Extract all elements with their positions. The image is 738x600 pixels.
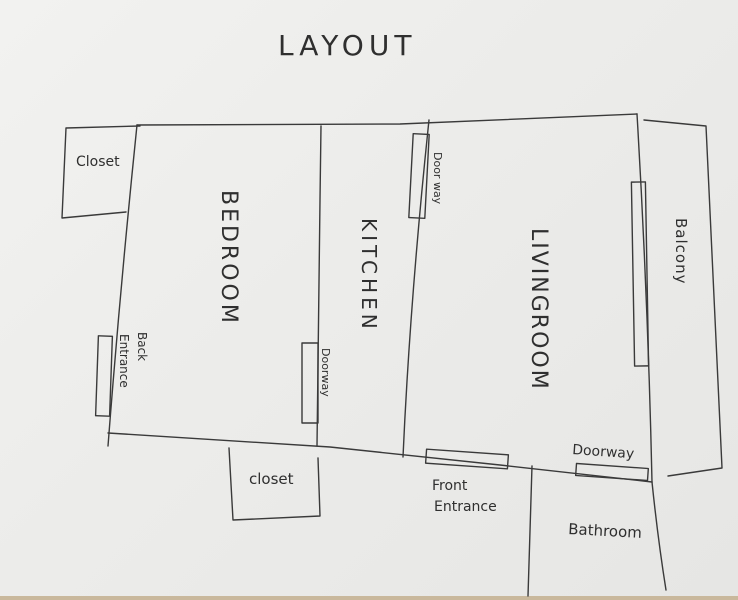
doorway-bedroom-kitchen-label: Doorway <box>319 348 332 397</box>
doorways <box>94 132 650 482</box>
doorway-bathroom-label: Doorway <box>572 442 635 462</box>
closet-top-left <box>61 125 141 219</box>
right-wall <box>636 113 653 483</box>
room-label-living-room: LIVINGROOM <box>526 228 551 391</box>
back-entrance-label-line1: Back <box>135 332 149 361</box>
closet-label-bottom: closet <box>249 470 294 488</box>
closet-bottom <box>228 447 321 521</box>
table-edge <box>0 596 738 600</box>
back-entrance-door <box>94 335 114 417</box>
balcony-outline <box>643 119 723 477</box>
top-wall <box>136 113 638 126</box>
front-entrance-door <box>424 448 510 470</box>
doorway-bedroom-kitchen-door <box>301 342 319 424</box>
right-exterior-continuation <box>651 481 667 591</box>
room-label-kitchen: KITCHEN <box>357 218 381 333</box>
doorway-kitchen-living-door <box>408 132 430 220</box>
wall-kitchen-living <box>402 119 430 458</box>
back-entrance-label-line2: Entrance <box>117 334 131 388</box>
bathroom-walls <box>527 465 667 597</box>
front-entrance-label-line1: Front <box>432 478 468 494</box>
front-entrance-label-line2: Entrance <box>434 499 497 515</box>
room-label-bathroom: Bathroom <box>568 520 643 542</box>
closet-label-top-left: Closet <box>76 154 120 170</box>
balcony-door <box>630 181 650 367</box>
bathroom-doorway-door <box>574 462 650 482</box>
room-label-balcony: Balcony <box>672 218 690 284</box>
room-label-bedroom: BEDROOM <box>216 190 241 326</box>
bottom-wall <box>107 432 653 483</box>
page-title: LAYOUT <box>278 29 416 62</box>
left-wall <box>107 124 138 447</box>
doorway-kitchen-living-label: Door way <box>431 152 444 205</box>
